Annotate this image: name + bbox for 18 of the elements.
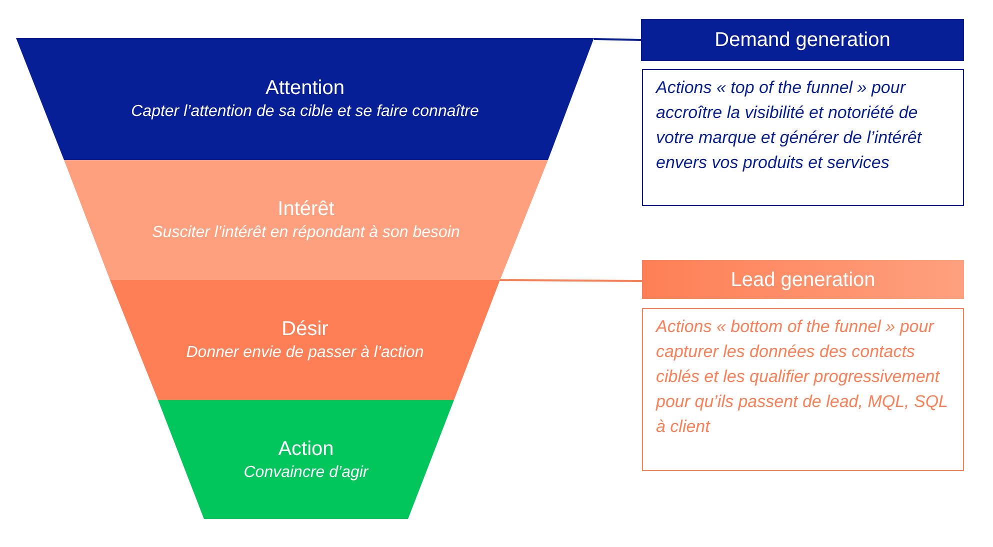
description-box: Actions « bottom of the funnel » pour capturer les données des contacts ciblés et les qualifier progressivement pour qu’ils passent de lead, MQL, SQL à client [642, 308, 964, 471]
funnel-stage [16, 38, 594, 160]
stage-description: Susciter l’intérêt en répondant à son besoin [152, 223, 460, 243]
connector-line [500, 279, 642, 282]
funnel-stage [64, 160, 548, 280]
description-box: Actions « top of the funnel » pour accroître la visibilité et notoriété de votre marque et générer de l’intérêt envers vos produits et services [642, 69, 964, 206]
stage-title: Désir [282, 317, 328, 342]
stage-title: Attention [266, 76, 344, 101]
stage-description: Capter l’attention de sa cible et se faire connaître [131, 102, 479, 122]
header-bar: Demand generation [641, 19, 964, 61]
funnel-stage [110, 280, 500, 400]
connector-line [594, 38, 642, 41]
funnel-stage [158, 400, 454, 519]
stage-title: Intérêt [278, 197, 334, 222]
stage-title: Action [278, 436, 334, 462]
stage-description: Convaincre d’agir [244, 462, 368, 482]
stage-description: Donner envie de passer à l’action [186, 343, 424, 363]
header-bar: Lead generation [642, 260, 964, 299]
